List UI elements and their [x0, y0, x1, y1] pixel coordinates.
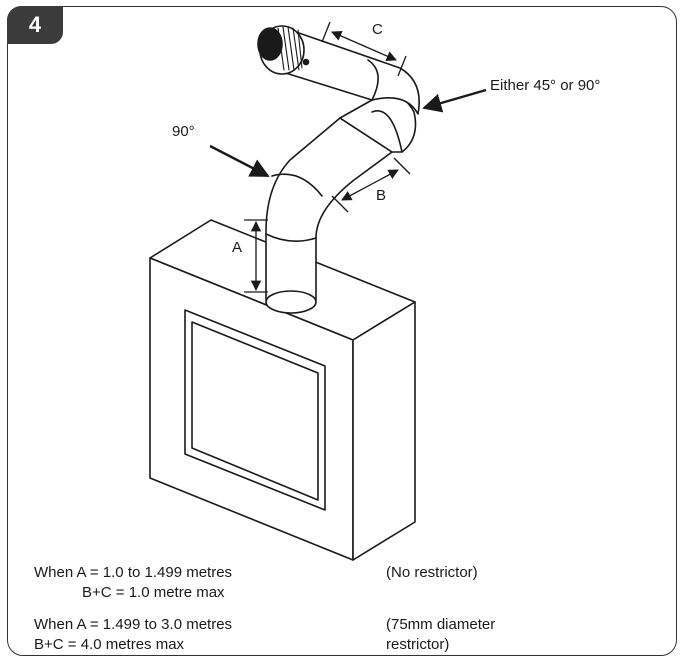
label-b: B	[376, 187, 386, 204]
fire-box-side	[352, 301, 416, 561]
label-elbow-top: Either 45° or 90°	[490, 77, 600, 94]
rule2-condition: When A = 1.499 to 3.0 metres	[34, 616, 233, 633]
label-elbow-bottom: 90°	[172, 123, 195, 140]
rule1-limit: B+C = 1.0 metre max	[82, 584, 225, 601]
dimension-c	[321, 21, 407, 77]
dimension-b	[331, 157, 411, 213]
fire-box-window-inner	[191, 321, 319, 501]
pipe-section-c	[275, 31, 420, 115]
rule1-condition: When A = 1.0 to 1.499 metres	[34, 564, 233, 581]
rule1-restrictor: (No restrictor)	[386, 564, 478, 581]
arrow-elbow-top	[422, 88, 487, 113]
rule2-limit: B+C = 4.0 metres max	[34, 636, 185, 653]
pipe-base-collar	[265, 290, 317, 314]
figure-number-badge: 4	[7, 6, 63, 44]
arrow-elbow-bottom	[209, 144, 270, 178]
flue-pipe	[257, 25, 420, 314]
label-c: C	[372, 21, 383, 38]
dimension-a	[244, 219, 268, 293]
rule2-restrictor-line1: (75mm diameter	[386, 616, 496, 633]
label-a: A	[232, 239, 242, 256]
rule2-restrictor-line2: restrictor)	[386, 636, 450, 653]
